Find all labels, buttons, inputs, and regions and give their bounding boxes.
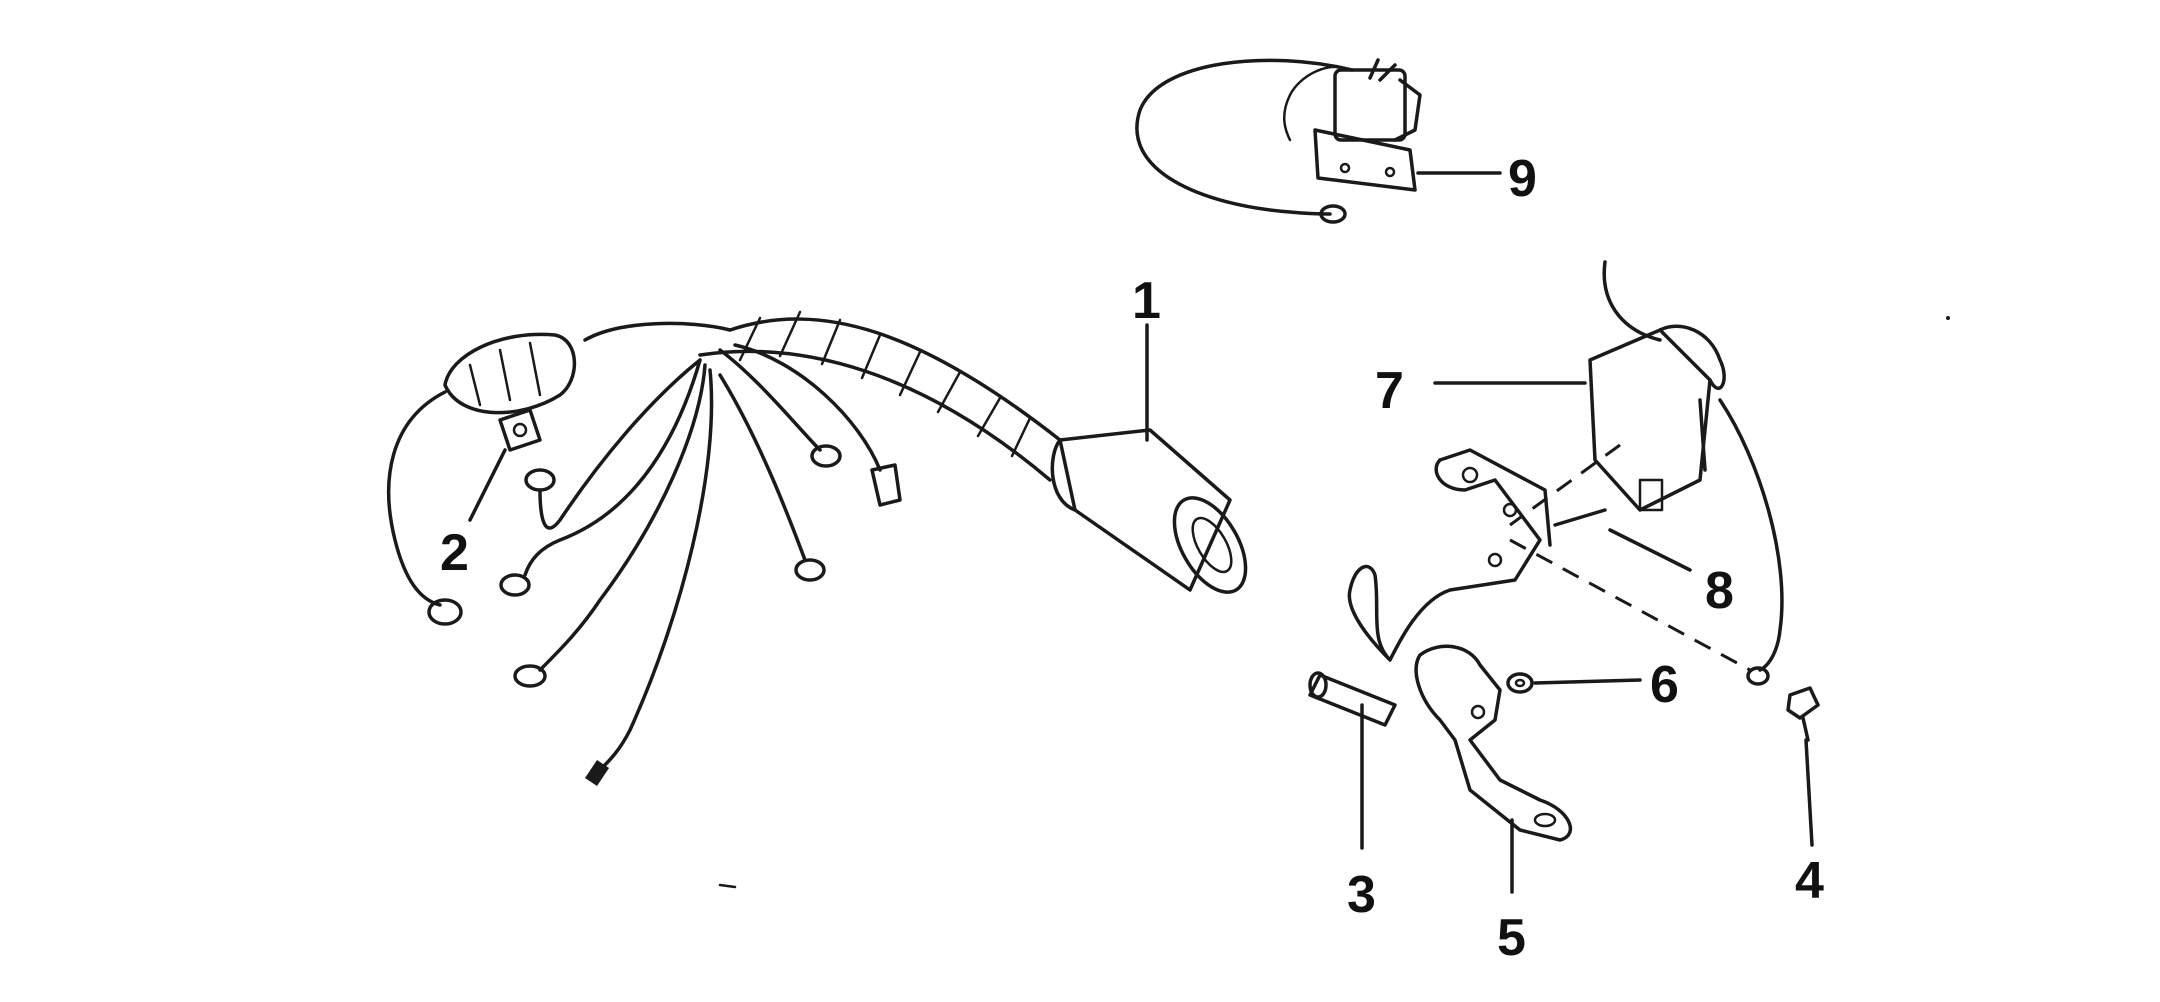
callout-leader-2 — [468, 448, 507, 522]
speck — [1946, 316, 1950, 320]
part-2-nut — [498, 408, 542, 452]
callout-label-4: 4 — [1795, 852, 1824, 910]
callout-leader-4 — [1804, 738, 1814, 847]
callout-label-6: 6 — [1650, 656, 1679, 714]
part-1-wiring-harness — [386, 310, 1248, 786]
part-9-solenoid-assembly — [1135, 58, 1422, 224]
part-7-coil — [1588, 260, 1784, 686]
part-8-pin — [1509, 443, 1751, 672]
callout-label-8: 8 — [1705, 562, 1734, 620]
mounting-bracket — [1347, 448, 1552, 662]
callout-leader-6 — [1533, 678, 1642, 685]
part-4-screw — [1786, 686, 1820, 742]
callout-label-9: 9 — [1508, 150, 1537, 208]
callout-label-3: 3 — [1347, 866, 1376, 924]
callout-label-5: 5 — [1497, 909, 1526, 967]
part-3-pivot-pin — [1308, 671, 1397, 727]
callout-label-1: 1 — [1132, 272, 1161, 330]
speck — [718, 883, 737, 889]
part-6-washer — [1506, 672, 1534, 694]
callout-leader-8 — [1608, 528, 1692, 572]
callout-label-7: 7 — [1375, 362, 1404, 420]
part-5-lever — [1414, 644, 1573, 842]
callout-label-2: 2 — [440, 524, 469, 582]
